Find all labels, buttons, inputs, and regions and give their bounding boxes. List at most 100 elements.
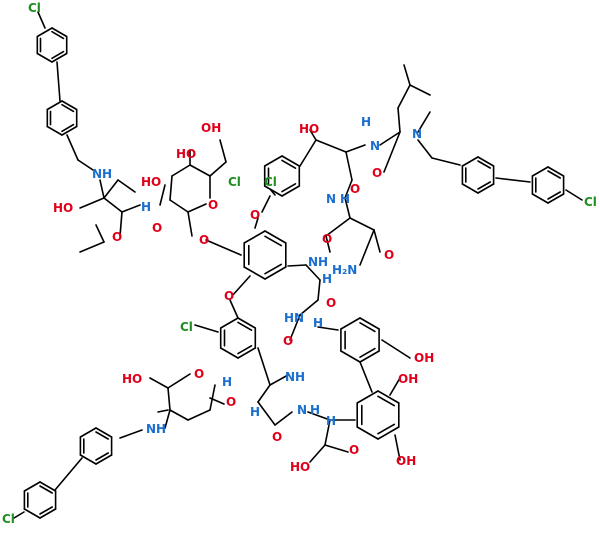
bond [381, 339, 411, 359]
atom-label-cl-top: Cl [28, 1, 41, 15]
atom-label-cl-bottom: Cl [2, 512, 15, 526]
bond [403, 64, 411, 86]
atom-label-h-low: H [310, 403, 320, 417]
bond [324, 419, 331, 446]
bond [13, 511, 25, 519]
bond [261, 195, 271, 213]
atom-label-cl-sugar: Cl [228, 175, 241, 189]
bond [274, 411, 293, 426]
atom-label-h-sugar1: H [141, 200, 151, 214]
bond [121, 204, 141, 213]
atom-label-o-sugar2: O [208, 198, 218, 212]
bond [95, 224, 105, 243]
atom-label-oh-r2: OH [398, 372, 418, 386]
benzene-ring [461, 156, 479, 167]
benzene-ring [264, 263, 283, 275]
benzene-ring [46, 100, 63, 111]
benzene-ring [95, 427, 113, 438]
atom-label-cl-right: Cl [584, 195, 597, 209]
bond [324, 444, 349, 453]
bond [209, 397, 225, 405]
benzene-ring [547, 170, 562, 179]
atom-label-o-center: O [326, 296, 336, 310]
atom-label-oh-r3: OH [396, 454, 416, 468]
bond [229, 299, 239, 319]
atom-label-ho-sugar3: HO [122, 372, 142, 386]
bond [149, 377, 169, 389]
bond [383, 131, 401, 173]
bond [345, 151, 353, 181]
atom-label-o-macro: O [283, 334, 293, 348]
benzene-ring [95, 452, 109, 461]
bond [287, 264, 307, 267]
bond [119, 211, 123, 237]
bond [309, 444, 326, 463]
benzene-ring [36, 52, 53, 63]
benzene-ring [547, 191, 562, 200]
bond [209, 384, 216, 411]
benzene-ring [79, 427, 97, 438]
benzene-ring [219, 347, 239, 359]
bond [164, 409, 171, 429]
atom-label-cl-mid: Cl [180, 320, 193, 334]
bond [389, 377, 401, 396]
bond [187, 211, 193, 237]
bond [254, 217, 259, 229]
atom-label-h-top2: H [361, 115, 371, 129]
bond [315, 139, 347, 153]
bond [169, 199, 189, 213]
atom-label-o-acid: O [349, 443, 359, 457]
bond [103, 197, 123, 213]
bond [103, 179, 119, 199]
atom-label-o-amide2: O [350, 182, 360, 196]
bond [269, 188, 276, 196]
benzene-ring [340, 350, 361, 363]
bond [431, 157, 461, 166]
atom-label-o-ether1: O [250, 208, 260, 222]
atom-label-hn-center: HN [284, 311, 304, 325]
benzene-ring [477, 183, 495, 194]
bond [299, 139, 317, 167]
atom-label-o-sugar1: O [112, 230, 122, 244]
bond [417, 111, 431, 133]
bond [159, 184, 166, 206]
bond [325, 235, 331, 253]
benzene-ring [51, 30, 65, 40]
atom-label-oh-r1: OH [414, 351, 434, 365]
bond [417, 139, 433, 159]
atom-label-n-top2: N [370, 139, 380, 153]
benzene-ring [95, 431, 109, 440]
bond [397, 84, 411, 109]
benzene-ring [51, 52, 68, 63]
bond [269, 374, 289, 386]
benzene-ring [359, 321, 376, 333]
bond [317, 326, 339, 331]
bond [187, 409, 211, 421]
atom-label-nh-top: NH [92, 167, 112, 181]
bond [307, 411, 331, 421]
bond [99, 179, 105, 199]
atom-label-ho-top: HO [299, 122, 319, 136]
atom-label-o-amide3: O [322, 232, 332, 246]
bond [495, 177, 531, 183]
benzene-ring [51, 50, 65, 60]
benzene-ring [477, 156, 495, 167]
bond [317, 279, 321, 301]
bond [77, 159, 94, 171]
atom-label-o-glyc3: O [226, 395, 236, 409]
bond [289, 314, 301, 341]
atom-label-o-ether2: O [224, 289, 234, 303]
benzene-ring [237, 321, 253, 332]
bond [119, 429, 143, 439]
benzene-ring [281, 185, 301, 197]
bond [189, 164, 211, 177]
bond [409, 84, 431, 96]
atom-label-ho-sugar2b: HO [141, 175, 161, 189]
benzene-ring [531, 193, 549, 204]
benzene-ring [377, 390, 400, 404]
benzene-ring [237, 344, 253, 355]
benzene-ring [79, 454, 97, 465]
benzene-ring [281, 159, 297, 169]
benzene-ring [39, 481, 57, 492]
benzene-ring [36, 27, 53, 38]
